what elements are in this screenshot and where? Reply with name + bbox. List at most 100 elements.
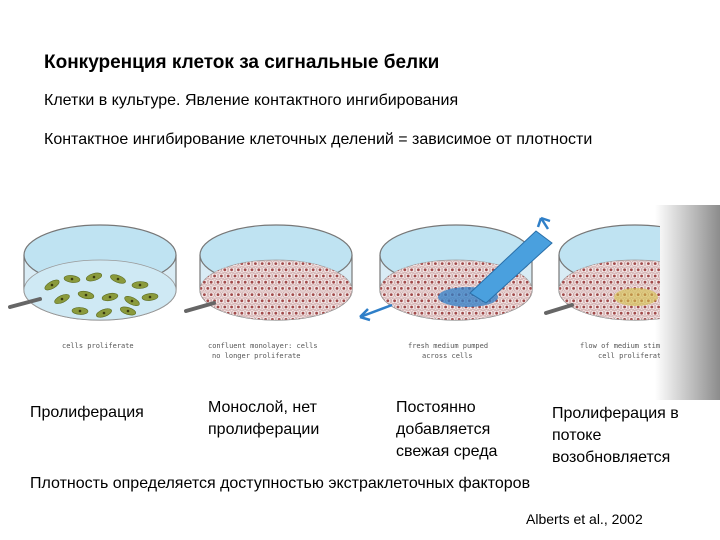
cell-nucleus <box>498 305 502 309</box>
cell-nucleus <box>454 262 458 265</box>
cell-nucleus <box>525 280 529 284</box>
cell-icon <box>200 310 205 316</box>
cell-nucleus <box>427 311 430 315</box>
cell-nucleus <box>342 287 346 290</box>
cell-nucleus <box>200 311 203 315</box>
cell-nucleus <box>237 293 240 296</box>
figure-label: cell proliferation <box>598 352 660 360</box>
cell-nucleus <box>294 274 298 278</box>
cell-nucleus <box>400 274 403 278</box>
cell-nucleus <box>582 305 586 309</box>
cell-nucleus <box>339 280 342 284</box>
cell-nucleus <box>481 311 485 315</box>
cell-nucleus <box>359 268 362 271</box>
cell-nucleus <box>291 268 295 272</box>
cell-nucleus <box>430 268 434 272</box>
cell-nucleus <box>447 311 451 315</box>
cell-icon <box>415 316 422 320</box>
cell-nucleus <box>457 318 461 320</box>
cell-nucleus <box>647 262 650 265</box>
cell-nucleus <box>596 305 599 309</box>
tube-icon <box>544 303 574 315</box>
cell-nucleus <box>609 280 613 284</box>
cell-nucleus <box>599 299 603 303</box>
cell-nucleus <box>223 268 227 272</box>
cell-nucleus <box>116 277 120 281</box>
cell-nucleus <box>264 305 267 309</box>
cell-nucleus <box>254 287 257 290</box>
cell-nucleus <box>406 287 410 290</box>
cell-nucleus <box>568 293 572 296</box>
cell-nucleus <box>427 299 430 303</box>
cell-icon <box>204 310 212 316</box>
cell-icon <box>380 310 385 316</box>
cell-nucleus <box>200 299 203 303</box>
cell-nucleus <box>359 293 362 296</box>
cell-nucleus <box>353 306 356 309</box>
cell-nucleus <box>209 293 213 296</box>
cell-icon <box>350 304 352 310</box>
cell-nucleus <box>383 280 386 284</box>
culture-dishes-figure: cells proliferate confluent monolayer: c… <box>8 216 660 360</box>
cell-nucleus <box>396 318 400 320</box>
cell-nucleus <box>254 274 257 278</box>
cell-nucleus <box>626 274 630 278</box>
slide-title: Конкуренция клеток за сигнальные белки <box>44 52 440 73</box>
dish-proliferating <box>8 224 177 321</box>
cell-nucleus <box>223 305 227 309</box>
cell-icon <box>358 304 364 309</box>
cell-nucleus <box>657 293 660 296</box>
side-shadow <box>655 205 720 400</box>
cell-nucleus <box>271 280 274 284</box>
cell-nucleus <box>267 287 271 290</box>
cell-nucleus <box>619 274 623 278</box>
cell-nucleus <box>630 318 633 320</box>
cell-nucleus <box>613 299 616 303</box>
cell-nucleus <box>427 274 430 278</box>
cell-icon <box>658 285 660 292</box>
cell-nucleus <box>216 318 220 320</box>
cell-nucleus <box>575 305 579 309</box>
cell-icon <box>401 316 408 320</box>
figure-label: across cells <box>422 352 473 360</box>
arrow-in-icon <box>359 303 393 322</box>
cell-nucleus <box>613 311 616 315</box>
cell-nucleus <box>606 299 609 303</box>
cell-nucleus <box>247 299 251 303</box>
cell-nucleus <box>592 311 596 315</box>
cell-nucleus <box>209 280 213 284</box>
cell-nucleus <box>260 299 264 303</box>
cell-nucleus <box>410 268 413 272</box>
cell-nucleus <box>257 268 261 272</box>
cell-nucleus <box>213 287 217 290</box>
cell-nucleus <box>206 311 210 315</box>
cell-nucleus <box>650 305 654 309</box>
cell-nucleus <box>430 293 434 296</box>
cell-nucleus <box>389 318 393 320</box>
cell-nucleus <box>423 305 427 309</box>
cell-nucleus <box>92 275 96 279</box>
cell-nucleus <box>592 274 596 278</box>
cell-nucleus <box>572 299 575 303</box>
cell-nucleus <box>267 274 271 278</box>
cell-nucleus <box>437 268 441 272</box>
cell-nucleus <box>444 280 447 284</box>
cell-nucleus <box>78 309 82 313</box>
cell-nucleus <box>536 262 539 265</box>
cell-nucleus <box>602 305 606 309</box>
cell-nucleus <box>318 293 322 296</box>
cell-nucleus <box>318 305 322 309</box>
cell-nucleus <box>148 295 152 299</box>
cell-nucleus <box>403 318 407 320</box>
cell-icon <box>560 316 567 320</box>
cell-nucleus <box>633 274 637 278</box>
cell-nucleus <box>602 280 606 284</box>
cell-nucleus <box>108 295 112 299</box>
cell-nucleus <box>630 268 633 272</box>
cell-nucleus <box>353 318 356 321</box>
cell-nucleus <box>434 287 437 290</box>
cell-nucleus <box>572 311 575 315</box>
cell-nucleus <box>216 280 220 284</box>
cell-nucleus <box>216 305 220 309</box>
cell-nucleus <box>430 305 434 309</box>
